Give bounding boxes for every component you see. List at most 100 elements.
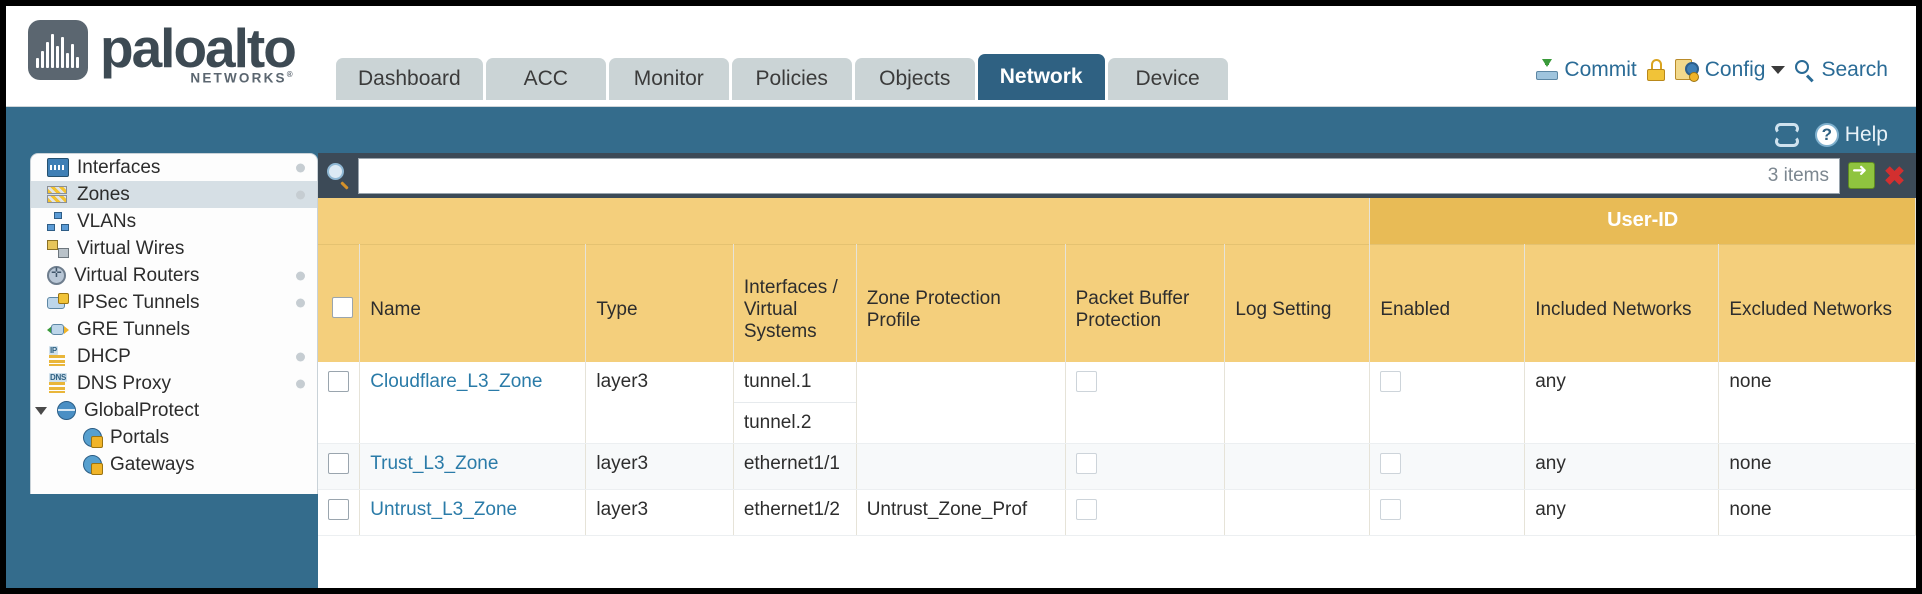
- tab-policies[interactable]: Policies: [731, 58, 852, 100]
- filter-search-icon[interactable]: [326, 162, 352, 190]
- dns-proxy-icon: DNS: [47, 373, 69, 393]
- row-checkbox[interactable]: [328, 371, 349, 392]
- search-input-wrapper[interactable]: 3 items: [358, 157, 1840, 194]
- column-header-zone-protection-profile[interactable]: Zone Protection Profile: [856, 244, 1066, 362]
- sidebar-item-virtual-wires[interactable]: Virtual Wires: [31, 235, 317, 262]
- column-header-interfaces[interactable]: Interfaces / Virtual Systems: [733, 244, 857, 362]
- column-header-included-networks[interactable]: Included Networks: [1524, 244, 1720, 362]
- row-select-cell: [318, 362, 361, 444]
- tab-monitor[interactable]: Monitor: [608, 58, 729, 100]
- sidebar-item-portals[interactable]: Portals: [31, 424, 317, 451]
- gateways-icon: [83, 455, 103, 475]
- help-button[interactable]: ? Help: [1814, 123, 1888, 147]
- sidebar-item-label: IPSec Tunnels: [77, 291, 200, 313]
- row-checkbox[interactable]: [328, 499, 349, 520]
- help-label: Help: [1844, 123, 1888, 146]
- sidebar-item-globalprotect[interactable]: GlobalProtect: [31, 397, 317, 424]
- top-header-bar: paloalto NETWORKS® Dashboard ACC Monitor…: [6, 6, 1916, 107]
- row-checkbox[interactable]: [328, 453, 349, 474]
- zone-name-link[interactable]: Untrust_L3_Zone: [370, 499, 518, 520]
- network-sidebar: Interfaces Zones VLANs Virtual Wires Vir…: [30, 153, 318, 494]
- table-row[interactable]: Untrust_L3_Zone layer3 ethernet1/2 Untru…: [318, 489, 1916, 536]
- config-label: Config: [1704, 58, 1766, 81]
- user-id-enabled-checkbox[interactable]: [1380, 371, 1402, 392]
- cell-excluded-networks: none: [1718, 362, 1916, 444]
- virtual-wires-icon: [47, 239, 69, 258]
- column-header-enabled[interactable]: Enabled: [1369, 244, 1526, 362]
- tab-device[interactable]: Device: [1107, 58, 1228, 100]
- sidebar-item-ipsec-tunnels[interactable]: IPSec Tunnels: [31, 289, 317, 316]
- apply-filter-icon[interactable]: [1848, 160, 1875, 189]
- tab-acc[interactable]: ACC: [485, 58, 606, 100]
- zones-table: User-ID Name Type Interfaces / Virtual S…: [318, 198, 1916, 536]
- sidebar-item-vlans[interactable]: VLANs: [31, 208, 317, 235]
- vlans-icon: [47, 212, 69, 231]
- refresh-icon[interactable]: [1774, 123, 1801, 147]
- sidebar-item-dhcp[interactable]: IP DHCP: [31, 343, 317, 370]
- packet-buffer-protection-checkbox[interactable]: [1075, 499, 1097, 520]
- items-count-label: 3 items: [1767, 164, 1829, 186]
- sidebar-item-dns-proxy[interactable]: DNS DNS Proxy: [31, 370, 317, 397]
- interface-item: tunnel.1: [733, 362, 856, 403]
- packet-buffer-protection-checkbox[interactable]: [1075, 371, 1097, 392]
- zone-name-link[interactable]: Trust_L3_Zone: [370, 453, 499, 474]
- sidebar-item-gateways[interactable]: Gateways: [31, 451, 317, 478]
- sidebar-item-gre-tunnels[interactable]: GRE Tunnels: [31, 316, 317, 343]
- select-all-checkbox[interactable]: [332, 296, 353, 318]
- sidebar-item-virtual-routers[interactable]: Virtual Routers: [31, 262, 317, 289]
- tree-collapse-icon[interactable]: [35, 406, 47, 415]
- row-select-cell: [318, 443, 361, 490]
- table-row[interactable]: Cloudflare_L3_Zone layer3 tunnel.1 tunne…: [318, 362, 1916, 444]
- cell-log-setting: [1224, 443, 1371, 490]
- user-id-enabled-checkbox[interactable]: [1380, 453, 1402, 474]
- cell-interfaces: tunnel.1 tunnel.2: [733, 362, 857, 444]
- cell-enabled: [1369, 489, 1526, 536]
- config-lock-button[interactable]: [1646, 59, 1665, 81]
- cell-name: Cloudflare_L3_Zone: [359, 362, 587, 444]
- select-all-header: [318, 244, 361, 362]
- cell-name: Untrust_L3_Zone: [359, 489, 587, 536]
- column-header-excluded-networks[interactable]: Excluded Networks: [1718, 244, 1916, 362]
- status-dot: [296, 379, 305, 388]
- cell-enabled: [1369, 362, 1526, 444]
- search-label: Search: [1821, 58, 1888, 81]
- column-header-type[interactable]: Type: [585, 244, 734, 362]
- commit-button[interactable]: Commit: [1536, 58, 1637, 82]
- column-header-log-setting[interactable]: Log Setting: [1224, 244, 1371, 362]
- sidebar-item-zones[interactable]: Zones: [31, 181, 317, 208]
- sidebar-item-label: GRE Tunnels: [77, 318, 190, 340]
- status-dot: [296, 298, 305, 307]
- sidebar-item-label: DHCP: [77, 345, 131, 367]
- brand-name: paloalto: [100, 17, 297, 79]
- cell-packet-buffer-protection: [1065, 443, 1226, 490]
- search-button[interactable]: Search: [1795, 58, 1888, 82]
- sidebar-item-label: Portals: [110, 426, 170, 448]
- zones-table-body: Cloudflare_L3_Zone layer3 tunnel.1 tunne…: [318, 362, 1916, 536]
- group-header-spacer: [318, 198, 1371, 244]
- zone-name-link[interactable]: Cloudflare_L3_Zone: [370, 371, 543, 392]
- sidebar-item-label: Gateways: [110, 453, 195, 475]
- column-header-name[interactable]: Name: [359, 244, 587, 362]
- sidebar-item-label: DNS Proxy: [77, 372, 171, 394]
- cell-zone-protection-profile: Untrust_Zone_Prof: [856, 489, 1066, 536]
- user-id-enabled-checkbox[interactable]: [1380, 499, 1402, 520]
- table-row[interactable]: Trust_L3_Zone layer3 ethernet1/1 any non…: [318, 443, 1916, 490]
- column-header-packet-buffer-protection[interactable]: Packet Buffer Protection: [1065, 244, 1226, 362]
- status-dot: [296, 271, 305, 280]
- search-icon: [1795, 60, 1815, 82]
- sidebar-item-label: VLANs: [77, 210, 137, 232]
- packet-buffer-protection-checkbox[interactable]: [1075, 453, 1097, 474]
- interfaces-icon: [47, 158, 69, 177]
- tab-dashboard[interactable]: Dashboard: [336, 58, 483, 100]
- commit-icon: [1536, 59, 1559, 81]
- zones-content-panel: 3 items ✖ User-ID N: [318, 153, 1916, 588]
- tab-network[interactable]: Network: [977, 54, 1105, 100]
- config-menu-button[interactable]: Config: [1674, 58, 1786, 82]
- cell-packet-buffer-protection: [1065, 362, 1226, 444]
- sidebar-item-interfaces[interactable]: Interfaces: [31, 154, 317, 181]
- sidebar-item-label: Zones: [77, 183, 130, 205]
- zones-icon: [47, 185, 69, 204]
- clear-filter-icon[interactable]: ✖: [1883, 160, 1906, 191]
- tab-objects[interactable]: Objects: [854, 58, 975, 100]
